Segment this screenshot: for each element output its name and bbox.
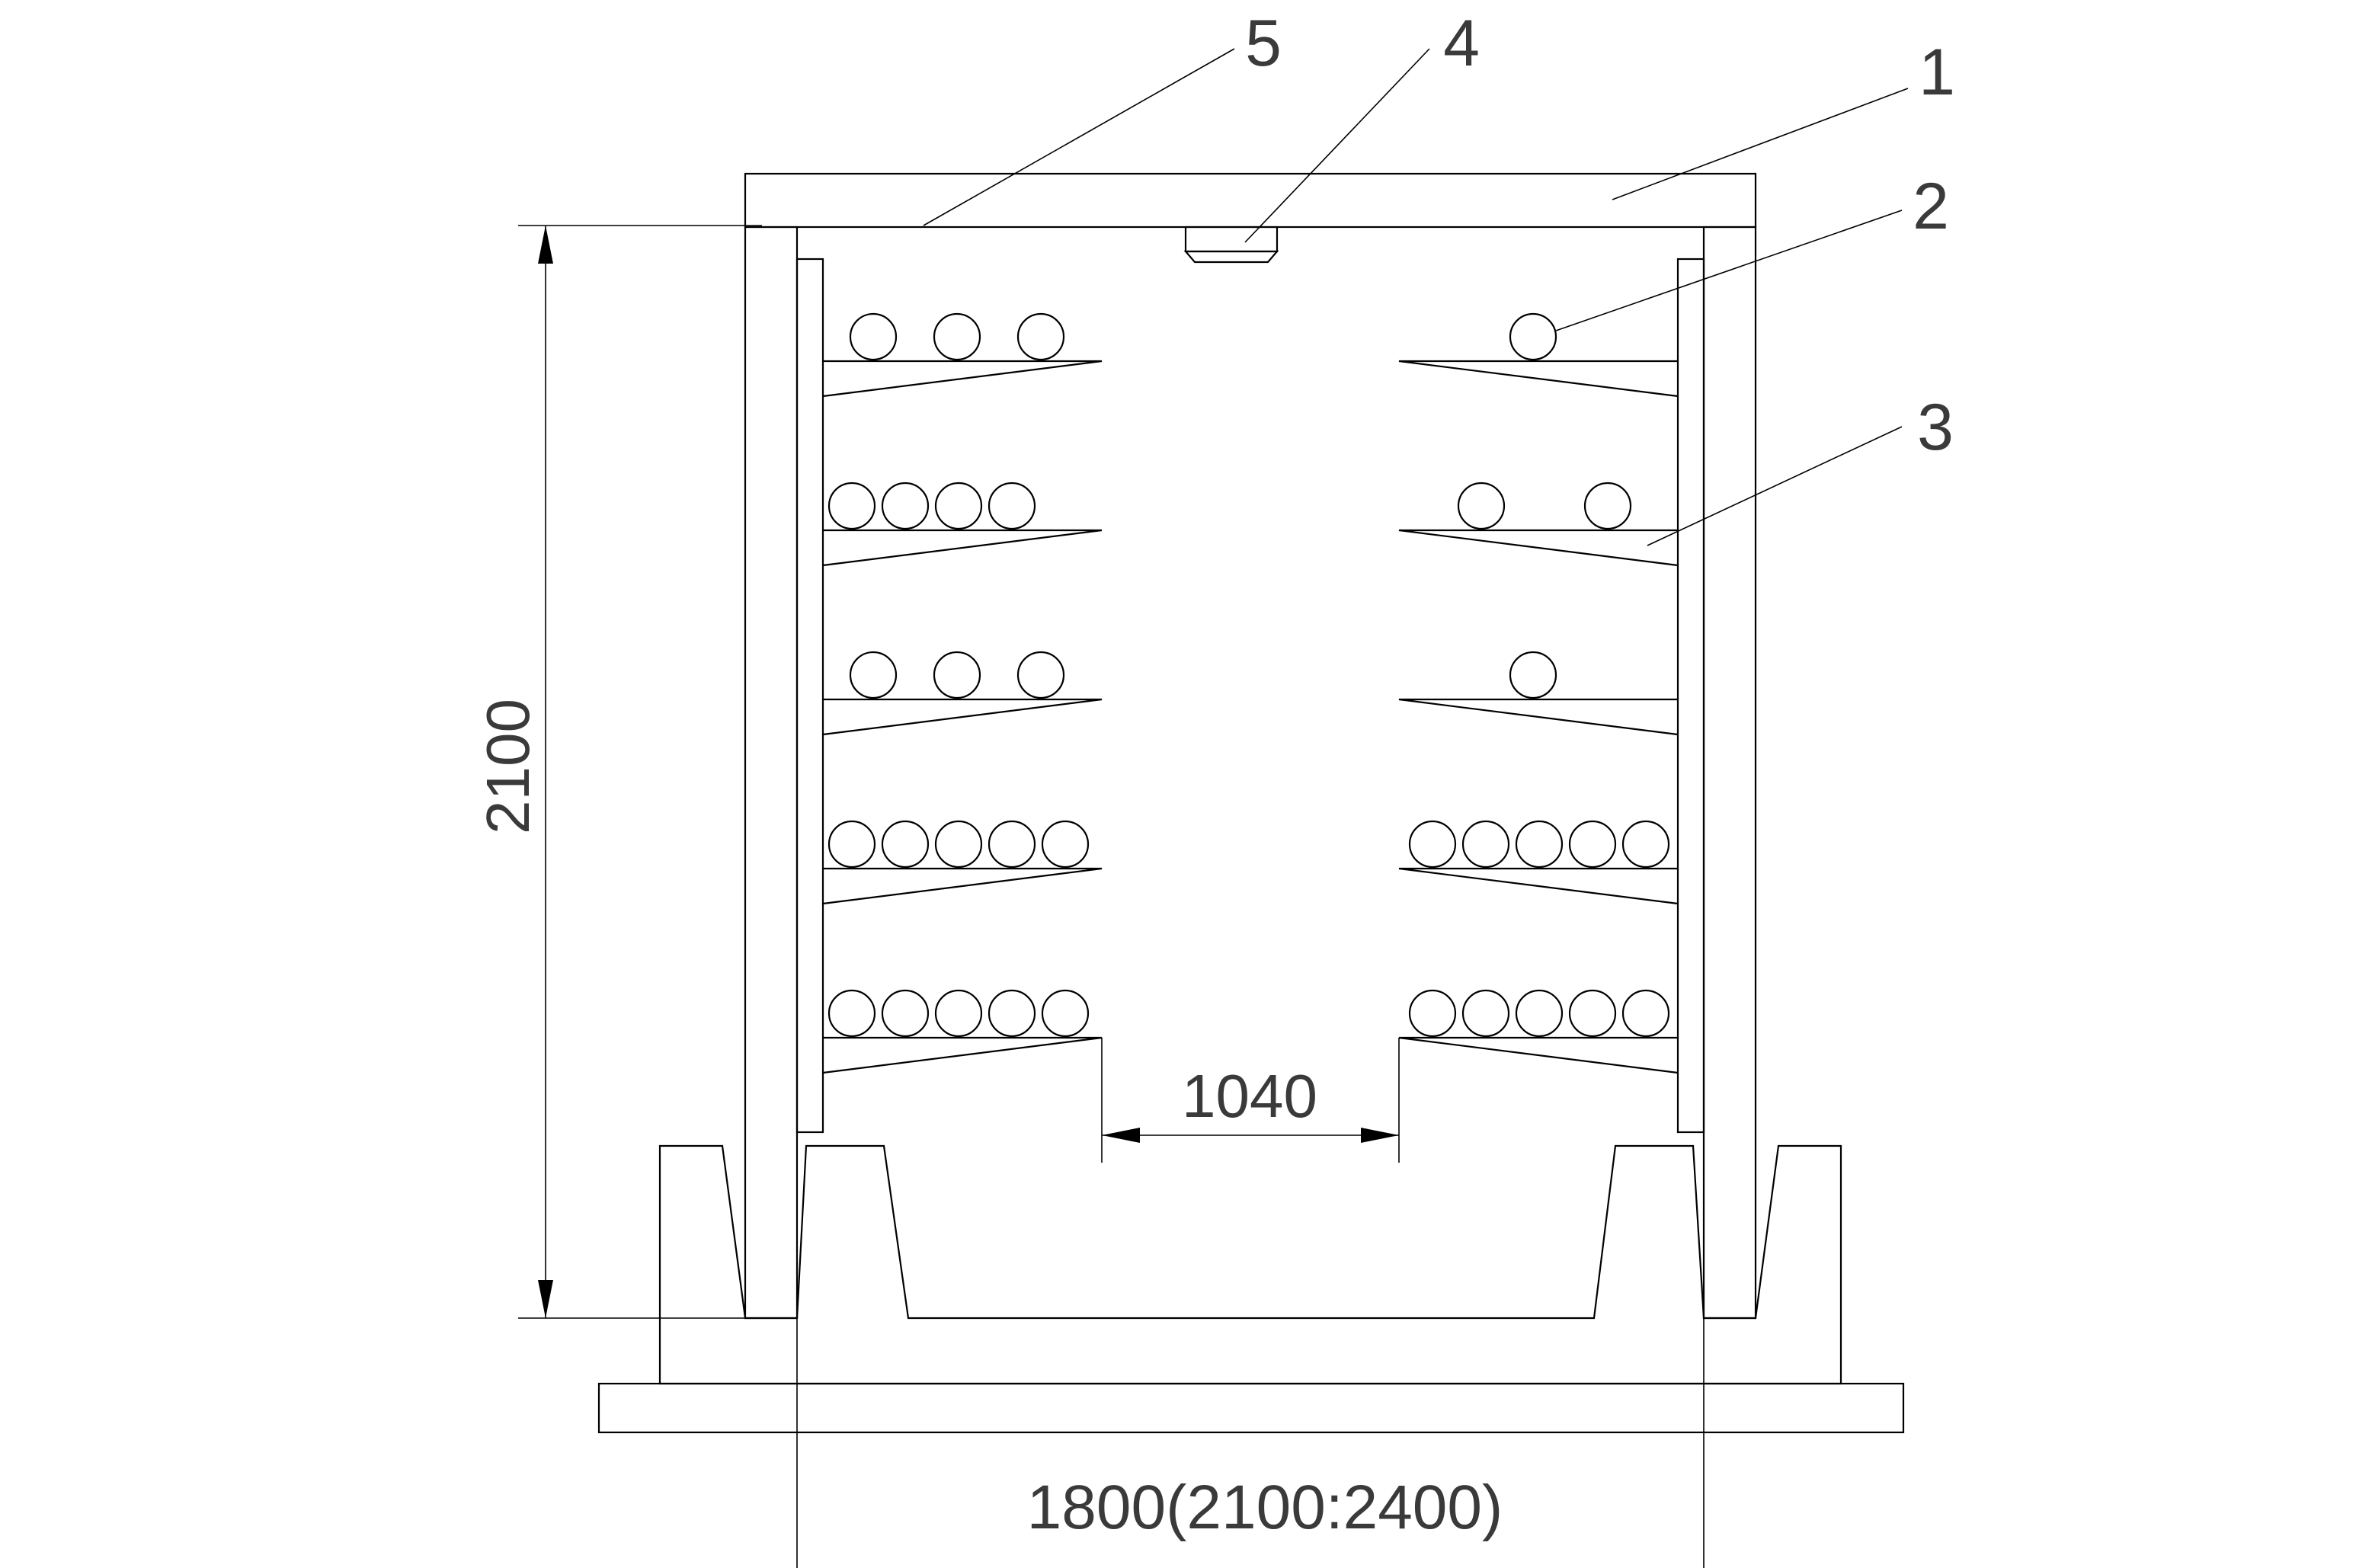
right-shelf [1398, 867, 1679, 905]
shelf-assembly [795, 258, 1705, 1163]
stored-item [934, 989, 983, 1038]
stored-item [1408, 989, 1457, 1038]
callout-5-leader [923, 48, 1235, 226]
right-shelf [1398, 360, 1679, 398]
left-shelf [822, 360, 1103, 398]
stored-item [881, 989, 930, 1038]
stored-item [881, 820, 930, 869]
left-shelf [822, 867, 1103, 905]
stored-item [827, 820, 876, 869]
stored-item [1568, 989, 1617, 1038]
ceiling-fixture [1184, 226, 1279, 253]
callout-2-label: 2 [1913, 170, 1949, 243]
stored-item [988, 820, 1036, 869]
aisle-arrow-right [1361, 1128, 1399, 1143]
foundation-slab [597, 1382, 1905, 1434]
right-shelf-post [1676, 258, 1705, 1134]
right-shelf [1398, 529, 1679, 567]
stored-item [1509, 312, 1557, 361]
stored-item [1461, 820, 1510, 869]
stored-item [1515, 989, 1564, 1038]
stored-item [933, 312, 981, 361]
stored-item [1509, 651, 1557, 699]
stored-item [827, 989, 876, 1038]
stored-item [988, 482, 1036, 530]
enclosure-structure [744, 172, 1757, 1320]
callout-4-leader [1244, 48, 1430, 243]
stored-item [1461, 989, 1510, 1038]
callouts: 5 4 1 2 3 [923, 7, 1955, 546]
stored-item [988, 989, 1036, 1038]
stored-item [1568, 820, 1617, 869]
left-shelf [822, 698, 1103, 736]
callout-2-leader [1555, 210, 1903, 331]
stored-item [827, 482, 876, 530]
stored-item [933, 651, 981, 699]
foundation [597, 1144, 1905, 1434]
aisle-dimension: 1040 [1102, 1062, 1399, 1143]
right-shelf [1398, 698, 1679, 736]
width-dimension-label: 1800(2100:2400) [1027, 1473, 1503, 1542]
stored-item [1016, 651, 1065, 699]
callout-4-label: 4 [1443, 7, 1480, 80]
stored-item [1515, 820, 1564, 869]
stored-item [881, 482, 930, 530]
stored-item [1041, 820, 1090, 869]
ceiling-fixture-base [1183, 250, 1279, 264]
stored-item [1016, 312, 1065, 361]
callout-3-label: 3 [1917, 391, 1954, 464]
left-shelf-post [795, 258, 824, 1134]
aisle-arrow-left [1102, 1128, 1140, 1143]
foundation-hatched-base [658, 1144, 1842, 1385]
stored-item [934, 482, 983, 530]
stored-item [849, 651, 898, 699]
callout-1-label: 1 [1919, 36, 1955, 109]
stored-item [849, 312, 898, 361]
stored-item [1621, 820, 1670, 869]
right-wall [1702, 226, 1757, 1320]
stored-item [1457, 482, 1506, 530]
left-wall [744, 226, 799, 1320]
stored-item [934, 820, 983, 869]
callout-1-leader [1612, 88, 1909, 200]
stored-item [1408, 820, 1457, 869]
height-arrow-top [538, 226, 553, 264]
height-dimension-label: 2100 [474, 699, 542, 834]
right-shelf [1398, 1036, 1679, 1074]
left-shelf [822, 529, 1103, 567]
aisle-dimension-label: 1040 [1182, 1062, 1317, 1130]
callout-5-label: 5 [1245, 7, 1282, 80]
stored-item [1041, 989, 1090, 1038]
stored-item [1583, 482, 1632, 530]
height-arrow-bottom [538, 1280, 553, 1318]
height-dimension: 2100 [474, 225, 762, 1319]
roof-slab [744, 172, 1757, 229]
callout-3-leader [1647, 426, 1903, 546]
width-dimension: 1800(2100:2400) [796, 1318, 1705, 1568]
left-shelf [822, 1036, 1103, 1074]
stored-item [1621, 989, 1670, 1038]
